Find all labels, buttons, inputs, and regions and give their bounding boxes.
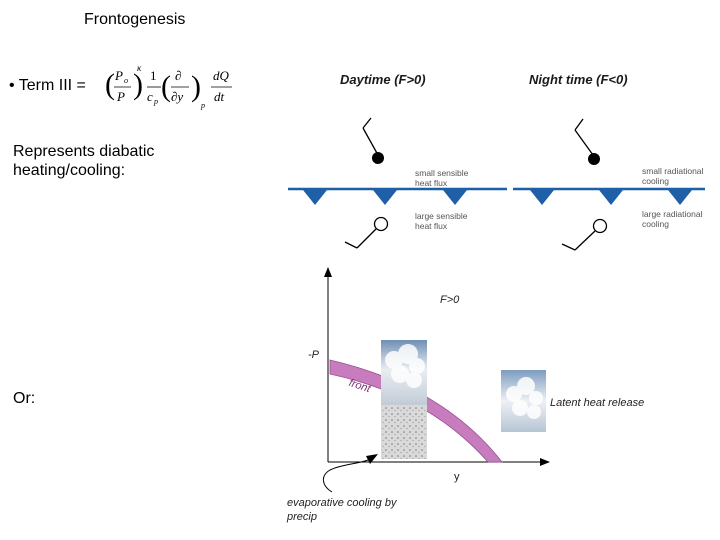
or-label: Or:	[13, 390, 36, 407]
latent-heat-label: Latent heat release	[550, 397, 645, 409]
surface-front-diagram	[288, 117, 705, 251]
night-upper-note: small radiational cooling	[642, 166, 704, 186]
paren-left-2: (	[161, 70, 171, 103]
filled-station-dot-icon	[372, 152, 384, 164]
open-station-dot-icon	[592, 218, 608, 234]
evap-arrow-head-icon	[366, 454, 378, 464]
daytime-label: Daytime (F>0)	[340, 72, 426, 87]
eq-dq: dQ	[213, 68, 230, 83]
eq-num-sub: o	[124, 76, 128, 85]
term-label: • Term III =	[9, 77, 86, 94]
night-lower-note: large radiational cooling	[642, 209, 703, 229]
eq-den-p: P	[116, 89, 125, 104]
cross-section-diagram	[323, 267, 550, 493]
y-axis-arrow-icon	[324, 267, 332, 277]
eq-one: 1	[150, 68, 157, 83]
night-front-line	[513, 187, 705, 205]
day-lower-station	[344, 216, 389, 249]
day-lower-note: large sensible heat flux	[415, 211, 468, 231]
x-axis-label: y	[454, 471, 460, 483]
cloud-puffs	[385, 344, 425, 388]
nighttime-label: Night time (F<0)	[529, 72, 628, 87]
night-upper-station	[574, 118, 600, 165]
eq-num-p: P	[114, 68, 123, 83]
open-station-dot-icon	[373, 216, 389, 232]
cold-front-triangle-icon	[443, 190, 467, 205]
eq-c: c	[147, 89, 153, 104]
eq-partial: ∂	[175, 68, 181, 83]
eq-c-sub: p	[153, 97, 158, 106]
cold-front-triangle-icon	[599, 190, 623, 205]
eq-partial-y: ∂y	[171, 89, 183, 104]
cold-front-triangle-icon	[373, 190, 397, 205]
eq-exponent: κ	[137, 63, 142, 73]
precip-photo	[381, 405, 427, 459]
paren-right-2: )	[191, 70, 201, 103]
evaporative-cooling-label: evaporative cooling by precip	[287, 497, 397, 523]
day-upper-station	[362, 117, 384, 164]
filled-station-dot-icon	[588, 153, 600, 165]
evap-arrow-line	[323, 459, 369, 493]
day-front-line	[288, 187, 507, 205]
latent-cloud-puffs	[506, 377, 543, 419]
cold-front-triangle-icon	[668, 190, 692, 205]
left-paren: (	[105, 68, 115, 101]
right-paren: )	[133, 68, 143, 101]
y-axis-label: -P	[308, 349, 319, 361]
eq-paren-sub: p	[200, 101, 205, 110]
night-lower-station	[561, 218, 608, 251]
slide-title: Frontogenesis	[84, 11, 186, 28]
f-positive-label: F>0	[440, 294, 460, 306]
day-upper-note: small sensible heat flux	[415, 168, 469, 188]
cold-front-triangle-icon	[303, 190, 327, 205]
eq-dt: dt	[214, 89, 225, 104]
x-axis-arrow-icon	[540, 458, 550, 466]
description-text: Represents diabatic heating/cooling:	[13, 143, 155, 179]
equation-graphic: ( P o P ) κ 1 c p ( ∂ ∂y ) p dQ dt	[105, 63, 232, 110]
cold-front-triangle-icon	[530, 190, 554, 205]
term-three-equation: ( P o P ) κ 1 c p ( ∂ ∂y ) p dQ dt	[105, 63, 240, 118]
